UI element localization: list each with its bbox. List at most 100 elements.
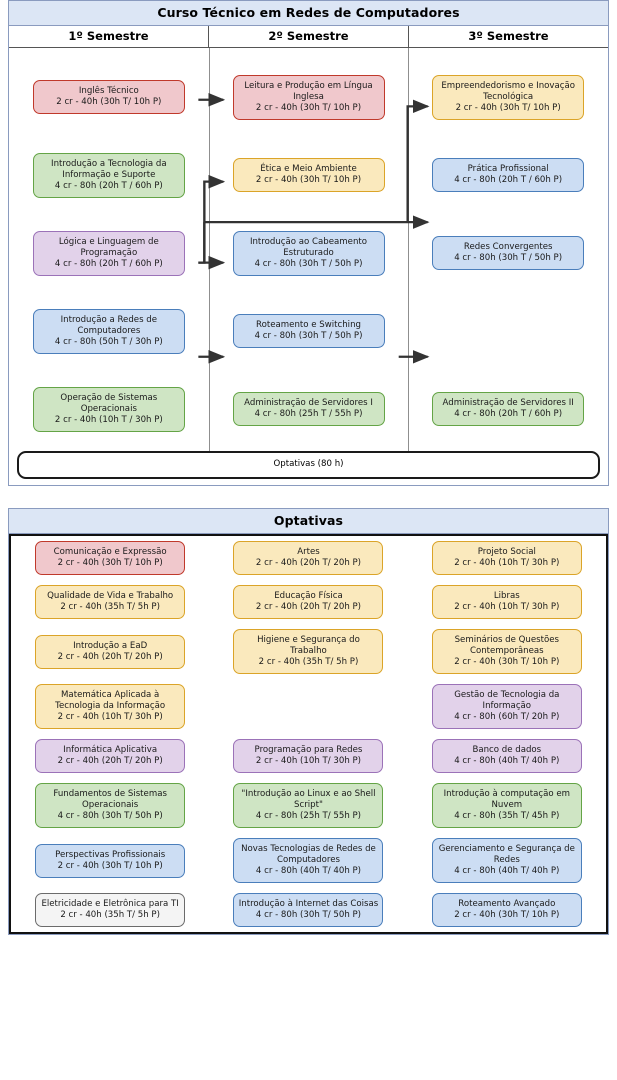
course-name: Eletricidade e Eletrônica para TI (41, 899, 179, 910)
course-box[interactable]: Introdução a Tecnologia da Informação e … (32, 152, 185, 198)
course-load: 2 cr - 40h (10h T/ 30h P) (57, 712, 163, 723)
course-load: 4 cr - 80h (35h T/ 45h P) (454, 811, 560, 822)
course-load: 2 cr - 40h (20h T/ 20h P) (255, 602, 362, 613)
course-load: 2 cr - 40h (20h T/ 20h P) (255, 558, 362, 569)
course-load: 4 cr - 80h (25h T / 55h P) (254, 409, 363, 419)
optativa-row: Eletricidade e Eletrônica para TI 2 cr - … (11, 888, 606, 932)
optativas-table-title: Optativas (9, 509, 608, 535)
course-load: 2 cr - 40h (30h T/ 10h P) (57, 860, 163, 871)
course-load: 2 cr - 40h (30h T/ 10h P) (454, 657, 560, 668)
course-cell: Introdução a Tecnologia da Informação e … (9, 136, 209, 214)
course-name: "Introdução ao Linux e ao Shell Script" (241, 789, 376, 811)
grid-top-spacer (9, 48, 608, 58)
course-name: Introdução à Internet das Coisas (238, 899, 379, 910)
course-box[interactable]: "Introdução ao Linux e ao Shell Script"4… (233, 783, 384, 829)
course-load: 4 cr - 80h (40h T/ 40h P) (255, 866, 362, 877)
course-name: Operação de Sistemas Operacionais (60, 392, 158, 414)
optativas-summary-box[interactable]: Optativas (80 h) (17, 451, 600, 480)
semester-header-3: 3º Semestre (468, 29, 549, 43)
course-name: Banco de dados (472, 745, 542, 756)
course-name: Introdução à computação em Nuvem (443, 789, 570, 811)
course-load: 2 cr - 40h (30h T/ 10h P) (56, 97, 162, 107)
course-name: Projeto Social (477, 547, 536, 558)
course-load: 2 cr - 40h (30h T/ 10h P) (57, 558, 163, 569)
course-load: 2 cr - 40h (35h T/ 5h P) (60, 602, 160, 613)
course-name: Gestão de Tecnologia da Informação (454, 690, 560, 712)
course-name: Roteamento Avançado (458, 899, 556, 910)
table-gap (0, 486, 617, 508)
course-load: 4 cr - 80h (20h T / 60h P) (54, 180, 163, 191)
course-name: Ética e Meio Ambiente (260, 164, 357, 174)
course-name: Libras (493, 591, 520, 602)
course-name: Inglês Técnico (78, 86, 139, 96)
course-name: Introdução a EaD (73, 640, 148, 651)
course-name: Perspectivas Profissionais (55, 849, 166, 860)
course-name: Educação Física (274, 591, 343, 602)
course-load: 2 cr - 40h (30h T/ 10h P) (454, 910, 560, 921)
course-load: 4 cr - 80h (30h T / 50h P) (454, 253, 563, 263)
course-box[interactable]: Matemática Aplicada à Tecnologia da Info… (35, 684, 186, 730)
optativa-cell: Novas Tecnologias de Redes de Computador… (209, 833, 407, 888)
course-load: 2 cr - 40h (10h T/ 30h P) (255, 756, 362, 767)
course-load: 4 cr - 80h (30h T/ 50h P) (57, 811, 163, 822)
course-load: 4 cr - 80h (20h T / 60h P) (454, 175, 563, 185)
course-name: Qualidade de Vida e Trabalho (47, 591, 174, 602)
optativa-cell: Matemática Aplicada à Tecnologia da Info… (11, 679, 209, 734)
course-load: 2 cr - 40h (10h T/ 30h P) (454, 558, 560, 569)
course-load: 2 cr - 40h (20h T/ 20h P) (57, 756, 163, 767)
course-box[interactable]: Novas Tecnologias de Redes de Computador… (233, 838, 384, 884)
course-name: Novas Tecnologias de Redes de Computador… (241, 844, 376, 866)
course-name: Leitura e Produção em Língua Inglesa (244, 80, 373, 102)
course-load: 4 cr - 80h (25h T/ 55h P) (255, 811, 362, 822)
course-name: Higiene e Segurança do Trabalho (257, 635, 360, 657)
